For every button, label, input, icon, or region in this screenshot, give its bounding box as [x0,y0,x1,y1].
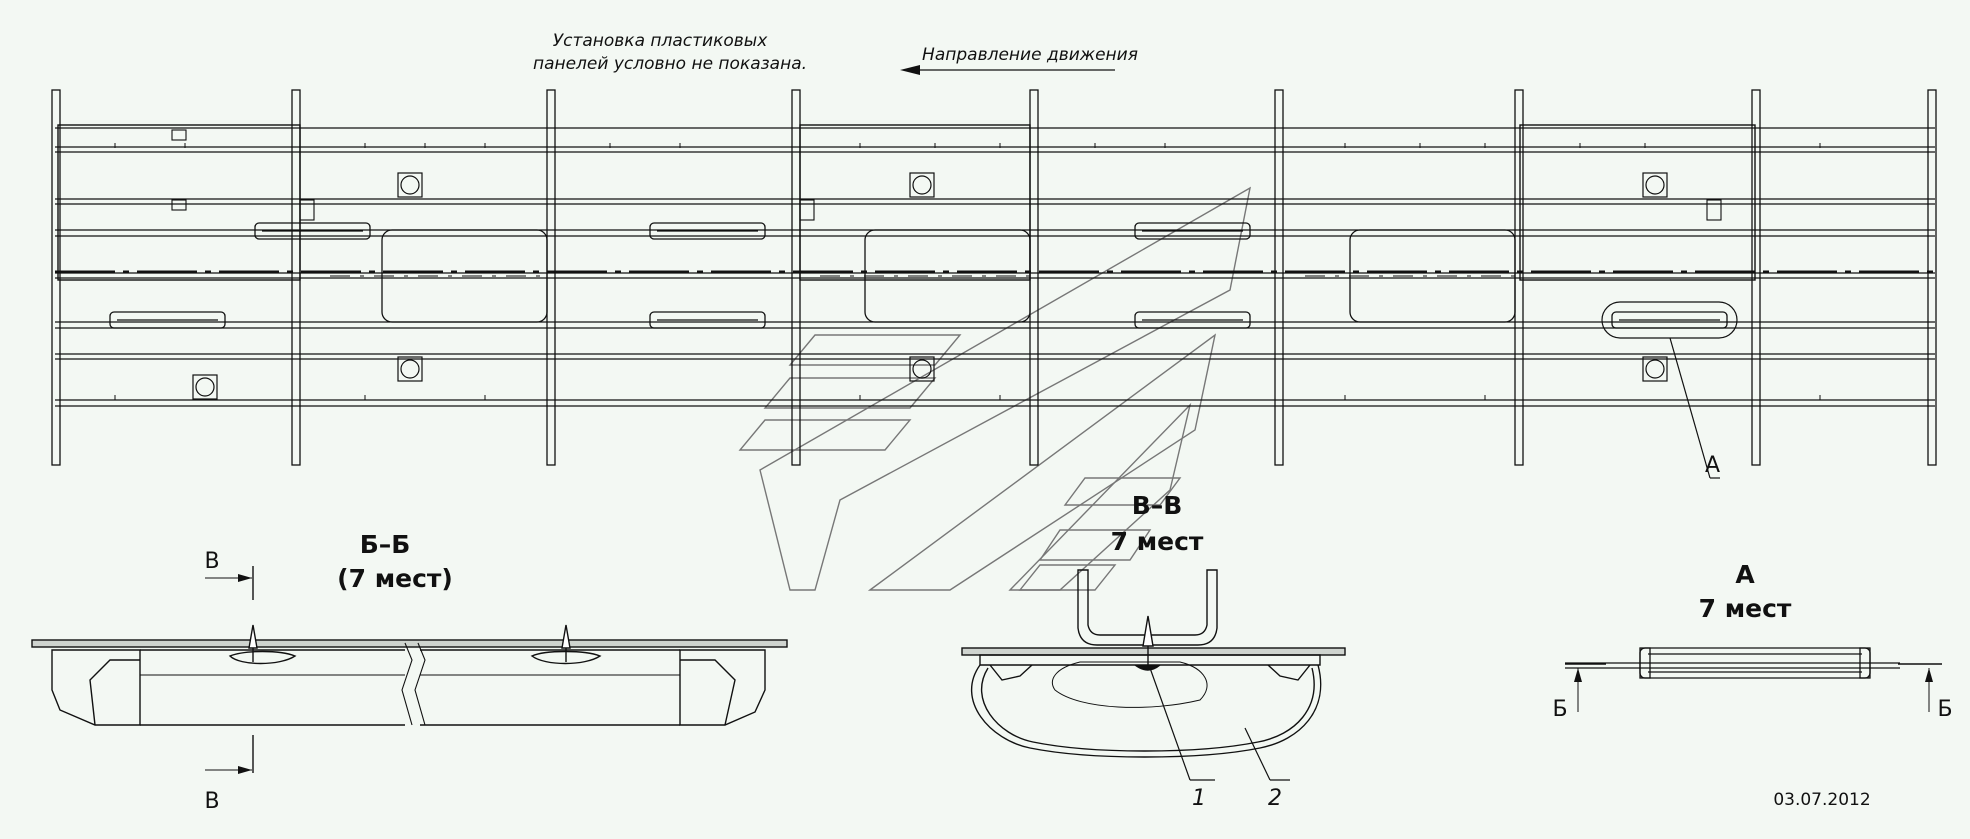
rivet-ticks [114,143,1821,400]
section-bb-title: Б–Б [360,530,411,559]
plan-view [51,89,1937,479]
watermark-logo [738,186,1251,591]
drawing-date: 03.07.2012 [1773,790,1870,810]
section-b-label-left: Б [1552,697,1567,722]
view-a-drawing [1565,647,1900,679]
view-a-title: А [1735,560,1755,589]
view-a-marker: А [1705,453,1720,478]
callout-a-detail [1601,301,1738,479]
transverse-posts [51,89,1937,466]
view-a-count: 7 мест [1699,594,1792,623]
section-bb-drawing [31,624,788,726]
leaders-1-2 [1149,667,1290,781]
direction-arrow [900,65,1115,75]
note-panels-line1: Установка пластиковых [553,31,768,51]
section-v-label-top: В [204,549,219,574]
section-bb-count: (7 мест) [337,564,453,593]
cut-line-b [1565,663,1942,712]
section-vv-count: 7 мест [1111,527,1204,556]
note-panels-line2: панелей условно не показана. [533,54,807,74]
cut-line-v [205,566,254,774]
longitudinal-members [55,127,1935,407]
section-b-label-right: Б [1937,697,1952,722]
section-v-label-bottom: В [204,789,219,814]
lamp-fixtures [109,222,1728,329]
direction-label: Направление движения [922,45,1138,65]
window-openings [330,229,1516,323]
leader-1-label: 1 [1192,786,1206,811]
end-frames [57,124,1756,281]
leader-2-label: 2 [1268,786,1282,811]
small-brackets [171,129,1722,221]
section-vv-title: В–В [1132,491,1183,520]
section-vv-drawing [961,569,1346,758]
round-fittings [192,172,1668,400]
